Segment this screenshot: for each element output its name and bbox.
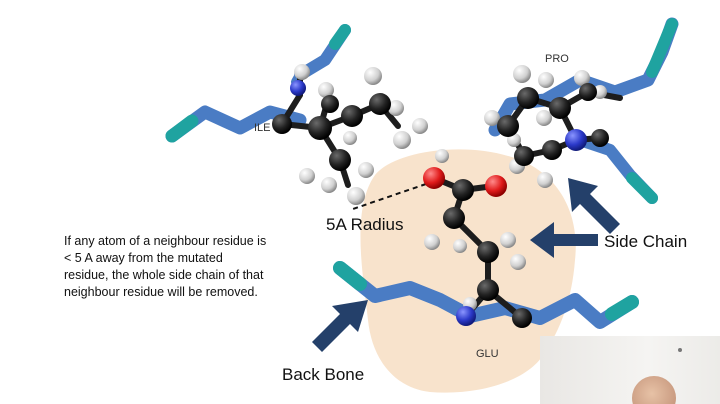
presenter-head (632, 376, 676, 404)
radius-zone (360, 149, 576, 393)
side-chain-arrow-upper (568, 178, 620, 234)
backbone-label: Back Bone (282, 365, 365, 384)
description-line: If any atom of a neighbour residue is (64, 234, 267, 248)
carbon-atoms (272, 83, 609, 328)
side-chain-arrow-left (530, 222, 598, 258)
webcam-wall-dot (678, 348, 682, 352)
webcam-overlay (540, 336, 720, 404)
h-bond-dashed (349, 183, 427, 211)
webcam-background (540, 336, 720, 404)
backbone-arrow (312, 300, 368, 352)
backbone-ribbons (165, 17, 679, 329)
arrows (312, 178, 620, 352)
hydrogen-atoms (294, 64, 607, 311)
nitrogen-atoms (290, 80, 587, 326)
side-chain-label: Side Chain (604, 232, 688, 251)
description-line: neighbour residue will be removed. (64, 285, 258, 299)
residue-label-pro: PRO (545, 53, 569, 65)
residue-label-glu: GLU (476, 348, 499, 360)
oxygen-atoms (423, 167, 507, 197)
glu-backbone-ribbon (333, 261, 639, 329)
description-line: < 5 A away from the mutated (64, 251, 223, 265)
description-text: If any atom of a neighbour residue is < … (64, 233, 324, 301)
description-line: residue, the whole side chain of that (64, 268, 264, 282)
radius-label: 5A Radius (326, 215, 404, 234)
residue-label-ile: ILE (254, 122, 271, 134)
